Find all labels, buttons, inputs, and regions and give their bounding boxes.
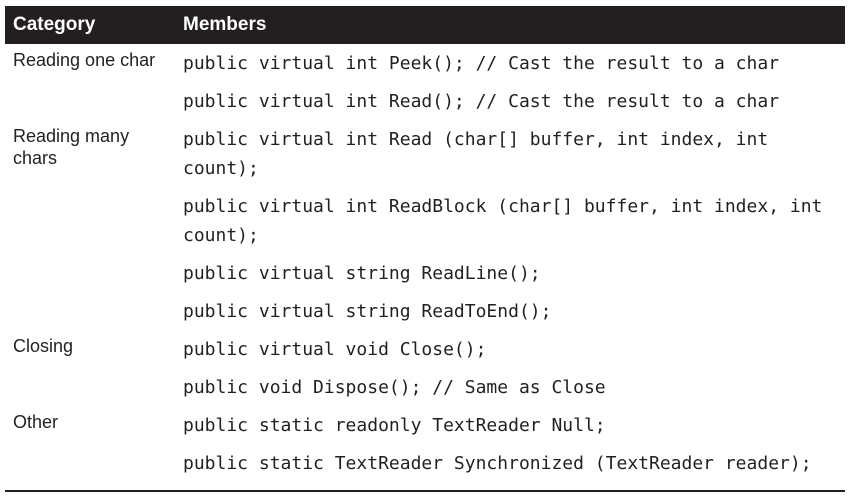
- table-bottom-rule: [5, 490, 845, 492]
- header-members: Members: [175, 6, 845, 44]
- member-cell: public virtual string ReadToEnd();: [183, 301, 552, 322]
- table-row: public virtual int Read(); // Cast the r…: [5, 82, 845, 120]
- table-row: public virtual string ReadLine();: [5, 254, 845, 292]
- table-row: Reading many chars public virtual int Re…: [5, 120, 845, 187]
- header-row: Category Members: [5, 6, 845, 44]
- member-cell: public virtual int Peek(); // Cast the r…: [183, 53, 780, 74]
- member-cell: public virtual int Read(); // Cast the r…: [183, 91, 780, 112]
- category-cell: [5, 368, 175, 406]
- table-row: public void Dispose(); // Same as Close: [5, 368, 845, 406]
- member-cell: public void Dispose(); // Same as Close: [183, 377, 606, 398]
- member-cell: public virtual int ReadBlock (char[] buf…: [183, 196, 834, 246]
- category-cell: [5, 292, 175, 330]
- members-table: Category Members Reading one char public…: [5, 6, 845, 482]
- category-cell: [5, 187, 175, 254]
- category-cell: [5, 254, 175, 292]
- member-cell: public static TextReader Synchronized (T…: [183, 453, 812, 474]
- table-row: public virtual string ReadToEnd();: [5, 292, 845, 330]
- header-category: Category: [5, 6, 175, 44]
- table-row: public static TextReader Synchronized (T…: [5, 444, 845, 482]
- category-cell: Reading one char: [13, 50, 156, 70]
- member-cell: public static readonly TextReader Null;: [183, 415, 606, 436]
- table-row: Closing public virtual void Close();: [5, 330, 845, 368]
- table-row: Reading one char public virtual int Peek…: [5, 44, 845, 82]
- member-cell: public virtual int Read (char[] buffer, …: [183, 129, 780, 179]
- category-cell: [5, 444, 175, 482]
- category-cell: Closing: [13, 336, 74, 356]
- category-cell: Reading many chars: [13, 126, 130, 168]
- member-cell: public virtual void Close();: [183, 339, 487, 360]
- category-cell: [5, 82, 175, 120]
- table-header: Category Members: [5, 6, 845, 44]
- member-cell: public virtual string ReadLine();: [183, 263, 541, 284]
- table-body: Reading one char public virtual int Peek…: [5, 44, 845, 482]
- category-cell: Other: [13, 412, 59, 432]
- table-row: public virtual int ReadBlock (char[] buf…: [5, 187, 845, 254]
- table-row: Other public static readonly TextReader …: [5, 406, 845, 444]
- members-table-container: Category Members Reading one char public…: [5, 6, 845, 482]
